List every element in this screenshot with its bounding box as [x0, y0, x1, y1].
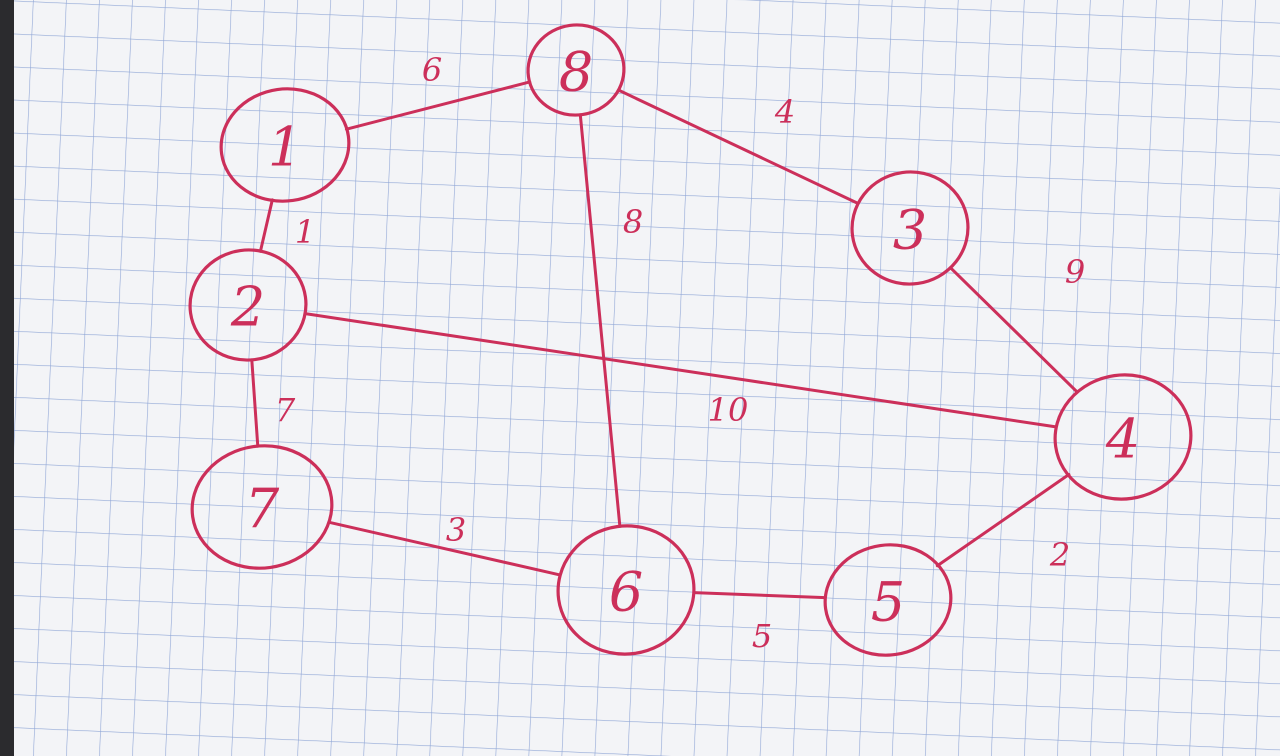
edge-2-7: [250, 358, 260, 448]
edge-1-8: [344, 80, 532, 131]
edge-weight-7-6: 3: [446, 511, 466, 549]
node-4: 4: [1053, 373, 1193, 501]
edge-weight-8-3: 4: [774, 93, 795, 131]
node-6: 6: [556, 524, 696, 656]
edge-weight-1-8: 6: [422, 51, 442, 89]
edge-weight-3-4: 9: [1065, 253, 1085, 291]
node-3: 3: [850, 170, 970, 286]
node-circle-2: [188, 248, 308, 362]
edge-weight-1-2: 1: [295, 213, 315, 251]
node-5: 5: [823, 543, 953, 657]
edge-3-4: [949, 266, 1079, 394]
node-circle-5: [823, 543, 953, 657]
node-circle-6: [556, 524, 696, 656]
edge-weights-layer: 6 4 8 1 9 10 7 3 5 2: [275, 51, 1085, 655]
node-2: 2: [188, 248, 308, 362]
edge-2-4: [303, 312, 1058, 429]
edge-weight-8-6: 8: [623, 203, 643, 241]
edge-weight-5-4: 2: [1049, 536, 1070, 574]
node-8: 8: [526, 23, 626, 117]
edge-8-6: [578, 113, 622, 528]
node-circle-1: [219, 87, 351, 203]
edge-weight-2-4: 10: [708, 391, 749, 429]
edge-1-2: [258, 198, 274, 253]
node-7: 7: [190, 444, 334, 570]
edge-6-5: [692, 591, 827, 600]
node-label-4: 4: [1105, 408, 1140, 471]
edge-8-3: [617, 88, 860, 205]
node-label-2: 2: [230, 276, 265, 339]
node-circle-4: [1053, 373, 1193, 501]
node-1: 1: [219, 87, 351, 203]
edge-7-6: [328, 520, 562, 577]
node-label-5: 5: [871, 571, 905, 634]
node-circle-3: [850, 170, 970, 286]
node-label-6: 6: [609, 561, 643, 624]
edge-weight-6-5: 5: [752, 617, 772, 655]
edges-layer: [250, 80, 1079, 600]
edge-weight-2-7: 7: [275, 391, 296, 429]
edge-5-4: [935, 473, 1071, 568]
node-circle-8: [526, 23, 626, 117]
grid-lines: [14, 0, 1280, 756]
node-label-7: 7: [245, 478, 280, 541]
node-label-3: 3: [893, 199, 927, 262]
node-label-8: 8: [559, 41, 593, 104]
node-circle-7: [190, 444, 334, 570]
node-label-1: 1: [268, 116, 302, 179]
